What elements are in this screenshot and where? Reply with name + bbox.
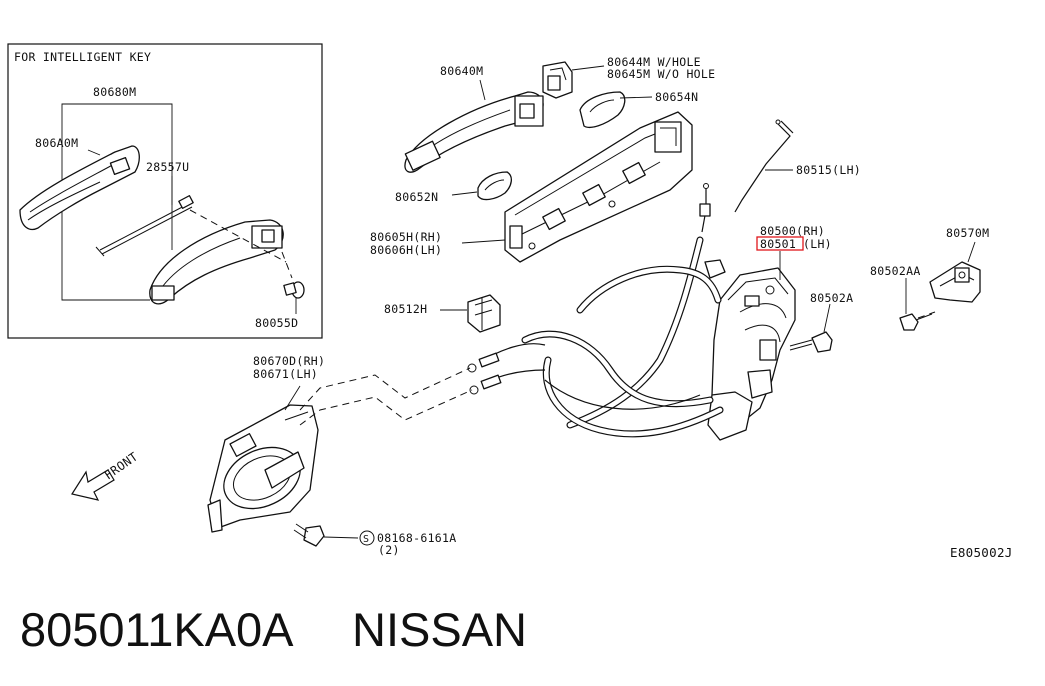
label-80606H: 80606H(LH) [370, 243, 442, 257]
label-80515: 80515(LH) [796, 163, 861, 177]
striker-80570M [929, 261, 981, 303]
screw-symbol-circle [359, 530, 375, 546]
outside-handle-80640M [404, 91, 544, 173]
label-80652N: 80652N [395, 190, 438, 204]
footer-part-number: 805011KA0A [20, 603, 294, 656]
label-80645M: 80645M W/O HOLE [607, 67, 715, 81]
label-80501: 80501 [760, 237, 796, 251]
label-28557U: 28557U [146, 160, 189, 174]
label-80055D: 80055D [255, 316, 298, 330]
key-cylinder-cap-80644M [542, 61, 573, 99]
screw-80055D [283, 281, 305, 299]
gasket-80654N [579, 91, 626, 129]
label-80670D: 80670D(RH) [253, 354, 325, 368]
label-80680M: 80680M [93, 85, 136, 99]
front-arrow-icon [71, 469, 115, 501]
label-80502A: 80502A [810, 291, 853, 305]
label-80501-side: (LH) [803, 237, 832, 251]
gasket-80652N [477, 171, 512, 201]
label-80654N: 80654N [655, 90, 698, 104]
front-label: FRONT [102, 449, 141, 482]
intelligent-key-inset: FOR INTELLIGENT KEY 80680M 806A0M 28557U [7, 43, 323, 339]
screw-08168-6161A [293, 523, 325, 547]
inset-title: FOR INTELLIGENT KEY [14, 50, 151, 64]
label-80500: 80500(RH) [760, 224, 825, 238]
label-80570M: 80570M [946, 226, 989, 240]
screw-symbol-letter: S [363, 534, 369, 545]
label-80512H: 80512H [384, 302, 427, 316]
inside-handle-80670D [207, 404, 319, 533]
label-08168-qty: (2) [378, 543, 400, 557]
label-80671: 80671(LH) [253, 367, 318, 381]
cables [467, 236, 724, 438]
label-806A0M: 806A0M [35, 136, 78, 150]
diagram-code: E805002J [950, 545, 1013, 560]
screw-80502AA [899, 313, 933, 331]
outside-handle-80680M [149, 219, 284, 305]
label-80502AA: 80502AA [870, 264, 921, 278]
screw-80502A [789, 331, 833, 353]
label-80605H: 80605H(RH) [370, 230, 442, 244]
connector-80512H [467, 294, 501, 333]
handle-bracket-80605H [504, 111, 693, 263]
label-80644M: 80644M W/HOLE [607, 55, 701, 69]
highlight-80501 [756, 236, 804, 251]
sensor-28557U [95, 195, 194, 257]
label-80640M: 80640M [440, 64, 483, 78]
label-08168-6161A: 08168-6161A [377, 531, 456, 545]
door-lock-actuator-80501 [704, 259, 796, 441]
handle-cover-806A0M [19, 145, 140, 231]
footer-brand: NISSAN [352, 603, 527, 656]
rod-80515 [734, 119, 794, 213]
